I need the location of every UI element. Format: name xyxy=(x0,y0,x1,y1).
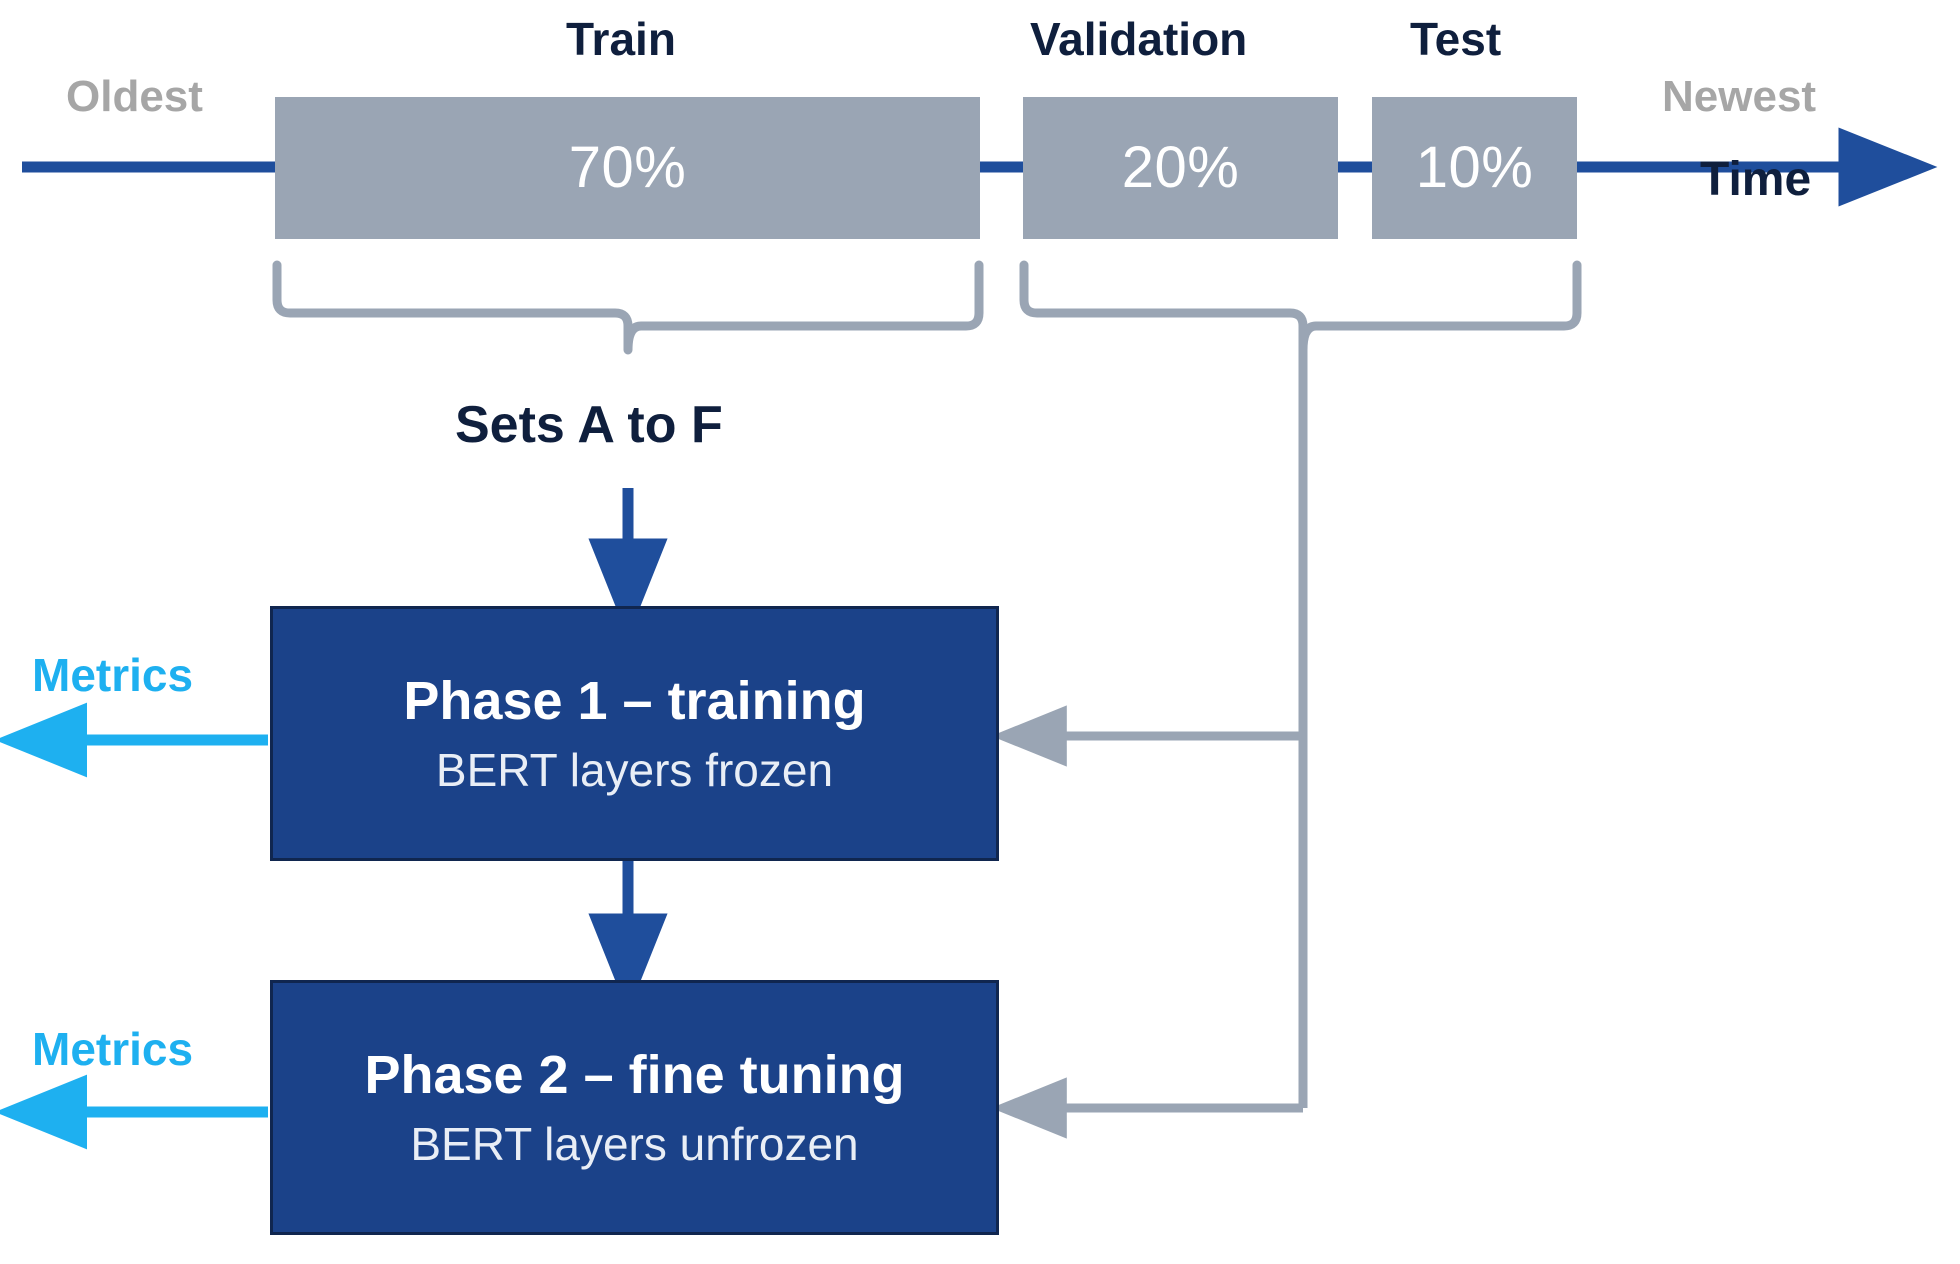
eval-connector xyxy=(991,340,1308,1139)
split-caption-validation: Validation xyxy=(1030,13,1248,65)
phase-1-subtitle: BERT layers frozen xyxy=(435,743,834,796)
timeline-axis-label: Time xyxy=(1700,153,1812,206)
split-caption-test: Test xyxy=(1410,13,1502,65)
split-box-validation[interactable]: 20% xyxy=(1023,97,1338,239)
phase-1-metrics-label: Metrics xyxy=(32,649,194,701)
timeline-newest-label: Newest xyxy=(1662,72,1817,121)
split-percent-test: 10% xyxy=(1415,135,1534,200)
split-caption-train: Train xyxy=(566,13,676,65)
split-box-test[interactable]: 10% xyxy=(1372,97,1577,239)
phase-2-title: Phase 2 – fine tuning xyxy=(364,1045,905,1105)
split-box-train[interactable]: 70% xyxy=(275,97,980,239)
phase-1-box[interactable]: Phase 1 – training BERT layers frozen xyxy=(270,606,999,861)
phase-1-title: Phase 1 – training xyxy=(403,671,866,731)
phase-2-metrics-label: Metrics xyxy=(32,1023,194,1075)
split-percent-train: 70% xyxy=(568,135,687,200)
train-brace-label: Sets A to F xyxy=(455,396,723,454)
split-percent-validation: 20% xyxy=(1121,135,1240,200)
phase-2-box[interactable]: Phase 2 – fine tuning BERT layers unfroz… xyxy=(270,980,999,1235)
train-brace xyxy=(272,260,984,355)
validation-test-brace xyxy=(1019,260,1582,355)
phase-2-subtitle: BERT layers unfrozen xyxy=(410,1117,859,1170)
timeline-oldest-label: Oldest xyxy=(66,72,203,121)
